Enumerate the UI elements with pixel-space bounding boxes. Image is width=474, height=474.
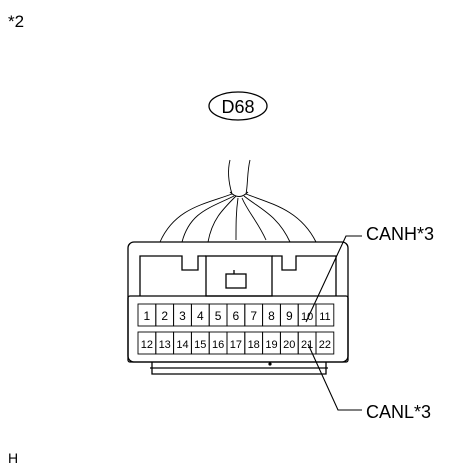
wire-harness — [159, 159, 317, 243]
connector-id-text: D68 — [221, 97, 254, 117]
pin-label: 7 — [250, 309, 257, 323]
canh-leader-line — [305, 235, 362, 323]
pin-label: 1 — [144, 309, 151, 323]
pin-label: 3 — [179, 309, 186, 323]
pin-bottom-cell — [315, 331, 335, 355]
footer-mark: H — [8, 450, 19, 466]
pin-label: 12 — [141, 339, 153, 351]
pin-label: 19 — [265, 339, 277, 351]
pin-label: 15 — [194, 339, 206, 351]
canh-label: CANH*3 — [366, 224, 435, 244]
corner-note: *2 — [8, 12, 25, 31]
pin-top-cell — [315, 303, 335, 327]
pin-label: 16 — [212, 339, 224, 351]
pin-label: 2 — [161, 309, 168, 323]
pin-label: 13 — [159, 339, 171, 351]
pin-label: 5 — [215, 309, 222, 323]
pin-label: 8 — [268, 309, 275, 323]
connector-id-badge: D68 — [208, 91, 268, 121]
pin-label: 17 — [230, 339, 242, 351]
pin-label: 22 — [319, 339, 331, 351]
connector-housing — [127, 241, 349, 375]
pin-label: 14 — [176, 339, 188, 351]
pin-label: 10 — [301, 311, 313, 323]
pin-label: 21 — [301, 339, 313, 351]
pin-label: 18 — [248, 339, 260, 351]
pin-label: 4 — [197, 309, 204, 323]
housing-marker-dot — [268, 362, 272, 366]
canl-leader-line — [307, 343, 362, 411]
pin-label: 20 — [283, 339, 295, 351]
pin-label: 6 — [233, 309, 240, 323]
callout-leaders — [305, 235, 362, 411]
pin-label: 11 — [319, 311, 330, 323]
canl-label: CANL*3 — [366, 402, 432, 422]
pin-label: 9 — [286, 309, 293, 323]
